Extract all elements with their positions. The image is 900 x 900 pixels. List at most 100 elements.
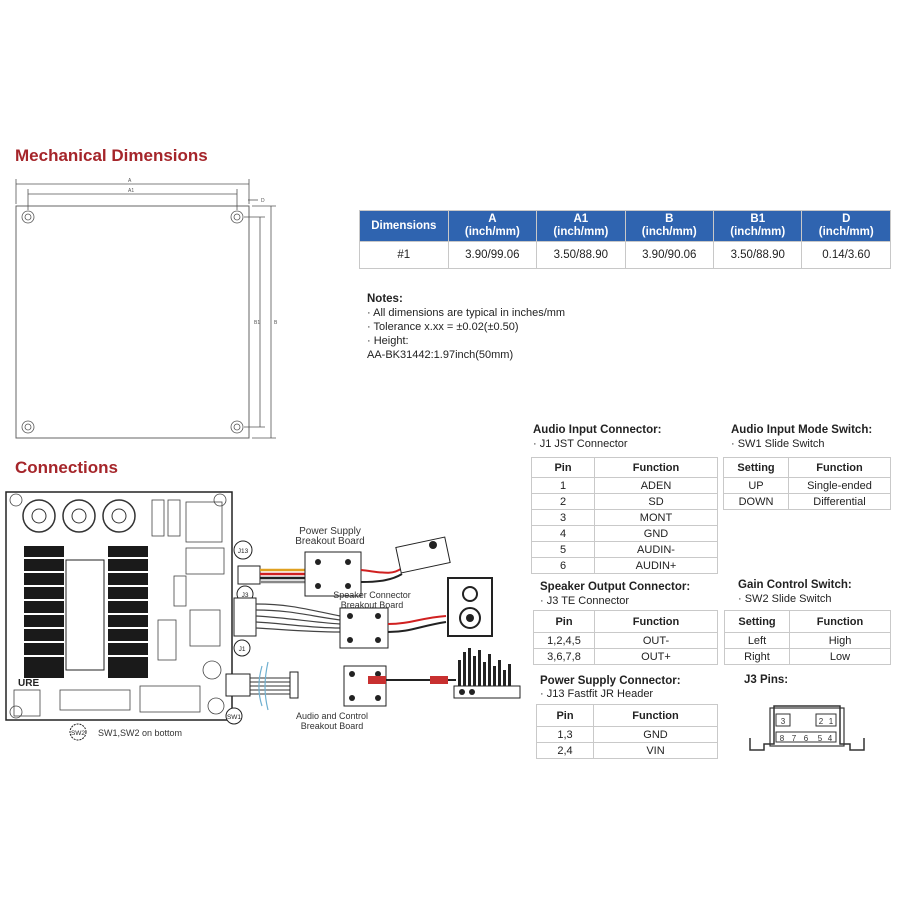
note-line: · Height: <box>367 335 409 347</box>
audio-source-icon <box>453 648 521 699</box>
dim-header-cell: D(inch/mm) <box>801 210 891 242</box>
connection-diagram: URE J13 J3 J1 SW1 SW2 SW1,SW2 on bottom <box>5 491 521 741</box>
dimensions-data-row: #1 3.90/99.06 3.50/88.90 3.90/90.06 3.50… <box>359 241 891 269</box>
table-header: Pin <box>533 610 595 633</box>
brand-logo-text: URE <box>18 678 39 689</box>
j3-pin-6: 6 <box>804 734 809 743</box>
sw2-label: SW2 <box>71 730 85 737</box>
gain-control-title: Gain Control Switch: <box>738 579 852 591</box>
board-dimension-drawing: A A1 B B1 D <box>15 178 278 439</box>
audio-mode-title: Audio Input Mode Switch: <box>731 424 873 436</box>
sw1-label: SW1 <box>227 714 241 721</box>
table-header: Pin <box>536 704 594 727</box>
dimensions-table: Dimensions A(inch/mm) A1(inch/mm) B(inch… <box>359 210 891 269</box>
table-header: Setting <box>724 610 790 633</box>
speaker-icon <box>447 577 493 637</box>
note-line: AA-BK31442:1.97inch(50mm) <box>367 349 514 361</box>
dim-cell: 3.50/88.90 <box>713 241 803 269</box>
audio-input-subtitle: · J1 JST Connector <box>533 438 628 450</box>
notes-title: Notes: <box>367 293 403 305</box>
capacitors <box>22 499 136 533</box>
connections-heading: Connections <box>15 458 118 477</box>
mechanical-dimensions-heading: Mechanical Dimensions <box>15 146 208 165</box>
j3-pins-title: J3 Pins: <box>744 674 789 686</box>
speaker-cable <box>233 597 341 637</box>
power-supply-title: Power Supply Connector: <box>540 675 681 687</box>
dim-header-cell: B(inch/mm) <box>624 210 715 242</box>
table-header: Setting <box>723 457 789 478</box>
dim-header-cell: B1(inch/mm) <box>713 210 803 242</box>
dim-header-cell: Dimensions <box>359 210 449 242</box>
table-header: Function <box>593 704 718 727</box>
sw1-callout <box>225 707 243 725</box>
j3-pin-3: 3 <box>781 717 786 726</box>
j3-pin-5: 5 <box>818 734 823 743</box>
table-header: Function <box>788 457 891 478</box>
j13-callout <box>233 540 253 560</box>
speaker-output-subtitle: · J3 TE Connector <box>540 595 630 607</box>
gain-control-subtitle: · SW2 Slide Switch <box>738 593 832 605</box>
audio-breakout-board <box>343 665 456 707</box>
audio-cable <box>225 661 299 711</box>
switch-location-note: SW1,SW2 on bottom <box>98 728 182 738</box>
dim-a-label: A <box>128 178 132 184</box>
audio-input-title: Audio Input Connector: <box>533 424 662 436</box>
dim-cell: 3.50/88.90 <box>536 241 626 269</box>
dim-header-cell: A1(inch/mm) <box>536 210 626 242</box>
notes-block: Notes: · All dimensions are typical in i… <box>367 292 565 362</box>
heatsinks <box>24 546 148 678</box>
table-header: Function <box>789 610 891 633</box>
power-breakout-board <box>304 536 451 597</box>
dim-b1-label: B1 <box>254 320 260 326</box>
j1-callout <box>233 639 251 657</box>
table-header: Function <box>594 610 718 633</box>
dim-a1-label: A1 <box>128 188 134 194</box>
dim-cell: #1 <box>359 241 449 269</box>
j3-pin-4: 4 <box>828 734 833 743</box>
j3-pin-7: 7 <box>792 734 797 743</box>
speaker-breakout-board <box>339 607 447 649</box>
j3-pin-1: 1 <box>829 717 834 726</box>
dim-d-label: D <box>261 198 265 204</box>
dim-cell: 0.14/3.60 <box>801 241 891 269</box>
speaker-output-title: Speaker Output Connector: <box>540 581 691 593</box>
j3-pin-8: 8 <box>780 734 785 743</box>
dim-header-cell: A(inch/mm) <box>447 210 538 242</box>
note-line: · Tolerance x.xx = ±0.02(±0.50) <box>367 321 519 333</box>
dim-cell: 3.90/99.06 <box>447 241 538 269</box>
dim-b-label: B <box>274 320 278 326</box>
table-header: Function <box>594 457 718 478</box>
j3-pins-diagram: 3 2 1 8 7 6 5 4 <box>749 705 865 751</box>
table-header: Pin <box>531 457 595 478</box>
note-line: · All dimensions are typical in inches/m… <box>367 307 566 319</box>
dim-cell: 3.90/90.06 <box>624 241 715 269</box>
power-cable <box>237 565 305 585</box>
pcb-components <box>9 493 227 719</box>
j13-label: J13 <box>238 548 249 555</box>
j3-pin-2: 2 <box>819 717 824 726</box>
audio-mode-subtitle: · SW1 Slide Switch <box>731 438 825 450</box>
sw2-callout <box>69 723 87 741</box>
